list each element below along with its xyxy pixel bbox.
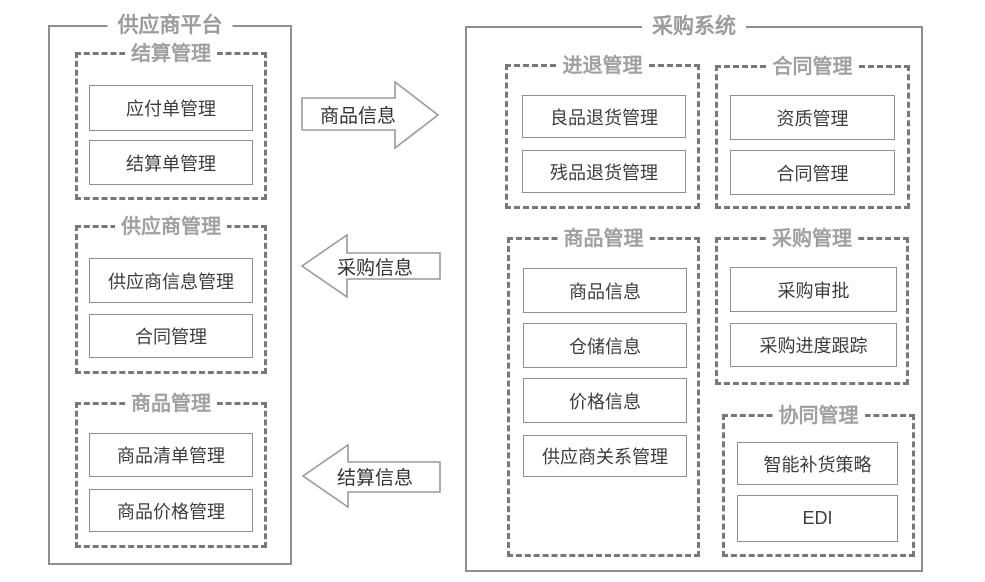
group-settlement-title: 结算管理 [125, 40, 217, 68]
module-payable-orders: 应付单管理 [89, 85, 253, 131]
group-inout-mgmt: 进退管理 良品退货管理 残品退货管理 [505, 52, 700, 209]
module-product-list: 商品清单管理 [89, 433, 253, 477]
module-contract-mgmt-left: 合同管理 [89, 314, 253, 358]
procurement-system-title: 采购系统 [642, 13, 746, 41]
group-product-mgmt-right-title: 商品管理 [557, 225, 650, 253]
group-procurement-mgmt-title: 采购管理 [766, 225, 858, 253]
group-product-mgmt-right: 商品管理 商品信息 仓储信息 价格信息 供应商关系管理 [507, 225, 700, 557]
supplier-platform-panel: 供应商平台 结算管理 应付单管理 结算单管理 供应商管理 供应商信息管理 合同管… [48, 12, 292, 565]
arrow-product-info: 商品信息 [300, 78, 442, 150]
group-collaboration-mgmt: 协同管理 智能补货策略 EDI [722, 402, 915, 557]
module-edi: EDI [737, 495, 898, 542]
group-product-mgmt-left-title: 商品管理 [125, 390, 217, 418]
group-supplier-mgmt-title: 供应商管理 [115, 213, 227, 241]
group-supplier-mgmt: 供应商管理 供应商信息管理 合同管理 [75, 213, 267, 374]
arrow-procurement-info: 采购信息 [300, 233, 442, 299]
arrow-product-info-label: 商品信息 [319, 105, 396, 127]
module-purchase-approval: 采购审批 [730, 267, 897, 312]
module-settlement-orders: 结算单管理 [89, 140, 253, 185]
module-purchase-tracking: 采购进度跟踪 [730, 323, 897, 367]
module-defective-returns: 残品退货管理 [522, 150, 686, 193]
module-product-info: 商品信息 [523, 268, 687, 313]
group-product-mgmt-left: 商品管理 商品清单管理 商品价格管理 [75, 390, 267, 548]
module-qualification: 资质管理 [730, 95, 895, 140]
module-warehouse-info: 仓储信息 [523, 323, 687, 368]
module-contract: 合同管理 [730, 150, 895, 195]
module-supplier-relations: 供应商关系管理 [523, 435, 687, 477]
right-arrow-icon [301, 80, 440, 150]
group-contract-mgmt-title: 合同管理 [766, 53, 859, 81]
left-arrow-icon [300, 233, 441, 299]
group-inout-mgmt-title: 进退管理 [556, 52, 649, 80]
module-product-price: 商品价格管理 [89, 489, 253, 532]
module-price-info: 价格信息 [523, 378, 687, 423]
supplier-platform-title: 供应商平台 [107, 12, 233, 40]
left-arrow-icon [301, 443, 441, 509]
group-collaboration-mgmt-title: 协同管理 [772, 402, 865, 430]
group-procurement-mgmt: 采购管理 采购审批 采购进度跟踪 [715, 225, 909, 385]
procurement-system-panel: 采购系统 进退管理 良品退货管理 残品退货管理 合同管理 资质管理 合同管理 商… [465, 13, 923, 572]
module-smart-replenishment: 智能补货策略 [737, 442, 898, 485]
group-settlement: 结算管理 应付单管理 结算单管理 [75, 40, 267, 200]
arrow-settlement-info-label: 结算信息 [336, 468, 413, 489]
arrow-procurement-info-label: 采购信息 [336, 258, 413, 279]
group-contract-mgmt: 合同管理 资质管理 合同管理 [715, 53, 910, 209]
module-good-returns: 良品退货管理 [522, 95, 686, 138]
module-supplier-info: 供应商信息管理 [89, 258, 253, 303]
arrow-settlement-info: 结算信息 [300, 443, 442, 510]
